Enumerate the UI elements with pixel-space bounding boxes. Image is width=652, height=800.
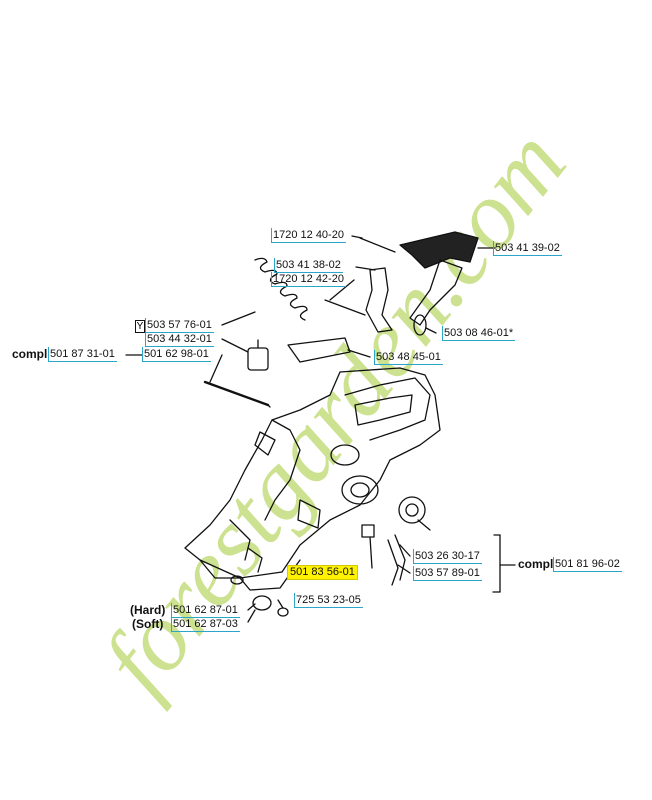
throttle-lockout [399,231,479,269]
part-number-503-08-46-01[interactable]: 503 08 46-01* [442,326,516,341]
hard-label: (Hard) [130,603,166,617]
part-number-725-53-23-05[interactable]: 725 53 23-05 [294,593,363,608]
part-number-text: 1720 12 42-20 [273,273,344,285]
part-number-1720-12-42-20[interactable]: 1720 12 42-20 [271,272,346,287]
part-number-text: 501 62 98-01 [144,348,209,360]
part-number-text: 503 41 38-02 [276,259,341,271]
part-number-503-26-30-17[interactable]: 503 26 30-17 [413,549,482,564]
part-number-text: 503 08 46-01* [444,327,514,339]
part-number-503-57-89-01[interactable]: 503 57 89-01 [413,566,482,581]
part-number-503-48-45-01[interactable]: 503 48 45-01 [374,350,443,365]
part-number-501-83-56-01-highlighted[interactable]: 501 83 56-01 [287,565,358,580]
fuel-cap [398,496,426,524]
part-number-503-41-39-02[interactable]: 503 41 39-02 [493,241,562,256]
throttle-trigger [365,267,393,333]
part-number-503-57-76-01[interactable]: 503 57 76-01 [145,318,214,333]
y-marker-text: Y [136,321,144,332]
part-number-1720-12-40-20[interactable]: 1720 12 40-20 [271,228,346,243]
filter-cover [287,337,351,363]
part-number-text: 503 57 76-01 [147,319,212,331]
part-number-text: 503 41 39-02 [495,242,560,254]
crankcase-housing [184,367,441,579]
part-number-text: 501 62 87-01 [173,604,238,616]
fuel-filter [247,347,269,371]
part-number-text: 501 83 56-01 [290,566,355,578]
part-number-text: 503 44 32-01 [147,333,212,345]
part-number-text: 503 57 89-01 [415,567,480,579]
part-number-text: 503 48 45-01 [376,351,441,363]
part-number-501-62-87-03[interactable]: 501 62 87-03 [171,617,240,632]
part-number-text: 501 62 87-03 [173,618,238,630]
part-number-501-81-96-02[interactable]: 501 81 96-02 [553,557,622,572]
part-number-503-44-32-01[interactable]: 503 44 32-01 [145,332,214,347]
part-number-text: 501 81 96-02 [555,558,620,570]
anti-vibration-plug [361,524,375,538]
soft-label: (Soft) [132,617,164,631]
part-number-501-62-98-01[interactable]: 501 62 98-01 [142,347,211,362]
fuel-hose [203,380,270,407]
part-number-text: 501 87 31-01 [50,348,115,360]
part-number-501-87-31-01[interactable]: 501 87 31-01 [48,347,117,362]
part-number-501-62-87-01[interactable]: 501 62 87-01 [171,603,240,618]
compl-label-left: compl [12,347,48,361]
compl-label-right: compl [518,557,554,571]
part-number-text: 1720 12 40-20 [273,229,344,241]
part-number-text: 503 26 30-17 [415,550,480,562]
buffer-plug [252,595,272,611]
part-number-503-41-38-02[interactable]: 503 41 38-02 [274,258,343,273]
y-marker: Y [135,320,145,333]
part-number-text: 725 53 23-05 [296,594,361,606]
